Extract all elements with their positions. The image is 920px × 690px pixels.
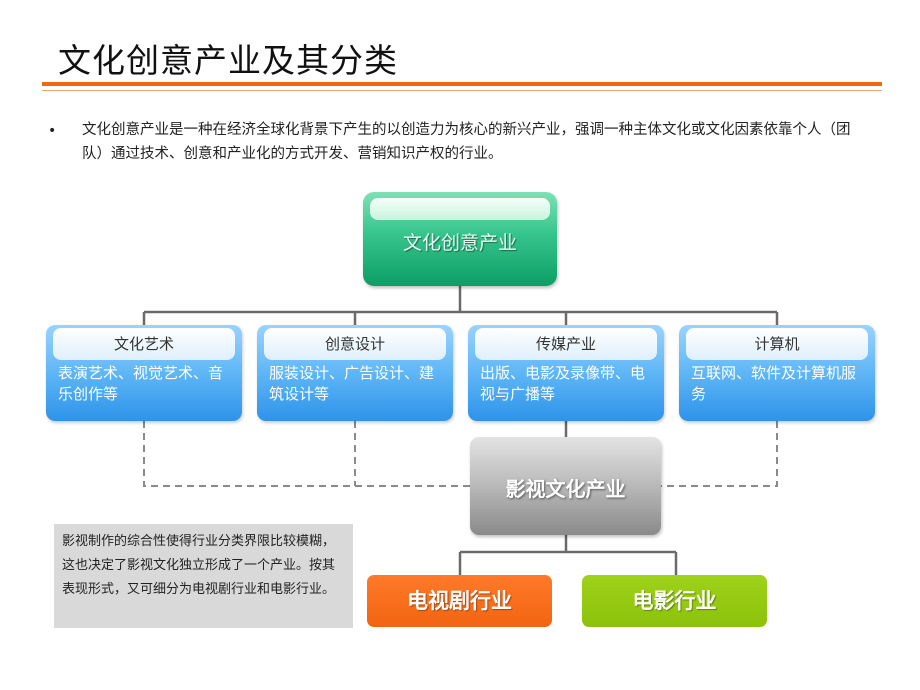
category-node-computer: 计算机 互联网、软件及计算机服务 <box>679 325 875 421</box>
category-title: 创意设计 <box>264 328 446 360</box>
intro-paragraph: 文化创意产业是一种在经济全球化背景下产生的以创造力为核心的新兴产业，强调一种主体… <box>82 122 851 162</box>
category-title: 传媒产业 <box>475 328 657 360</box>
category-node-arts: 文化艺术 表演艺术、视觉艺术、音乐创作等 <box>46 325 242 421</box>
root-node: 文化创意产业 <box>363 192 557 286</box>
category-desc: 服装设计、广告设计、建筑设计等 <box>269 364 435 403</box>
bullet-icon: • <box>48 123 57 139</box>
note-box: 影视制作的综合性使得行业分类界限比较模糊，这也决定了影视文化独立形成了一个产业。… <box>54 524 353 628</box>
dashed-group-line <box>143 421 778 487</box>
slide-title: 文化创意产业及其分类 <box>58 41 398 80</box>
root-node-label: 文化创意产业 <box>402 232 517 254</box>
tv-drama-node: 电视剧行业 <box>367 575 552 627</box>
category-node-media: 传媒产业 出版、电影及录像带、电视与广播等 <box>468 325 664 421</box>
title-underline-thin <box>42 90 882 91</box>
title-underline <box>42 82 882 86</box>
category-title: 文化艺术 <box>53 328 235 360</box>
film-industry-node: 影视文化产业 <box>470 437 661 535</box>
category-title: 计算机 <box>686 328 868 360</box>
category-desc: 出版、电影及录像带、电视与广播等 <box>480 364 646 403</box>
root-node-highlight <box>370 198 550 220</box>
category-node-design: 创意设计 服装设计、广告设计、建筑设计等 <box>257 325 453 421</box>
category-desc: 表演艺术、视觉艺术、音乐创作等 <box>58 364 224 403</box>
film-industry-label: 影视文化产业 <box>505 477 626 501</box>
category-desc: 互联网、软件及计算机服务 <box>691 364 857 403</box>
movie-node: 电影行业 <box>582 575 767 627</box>
